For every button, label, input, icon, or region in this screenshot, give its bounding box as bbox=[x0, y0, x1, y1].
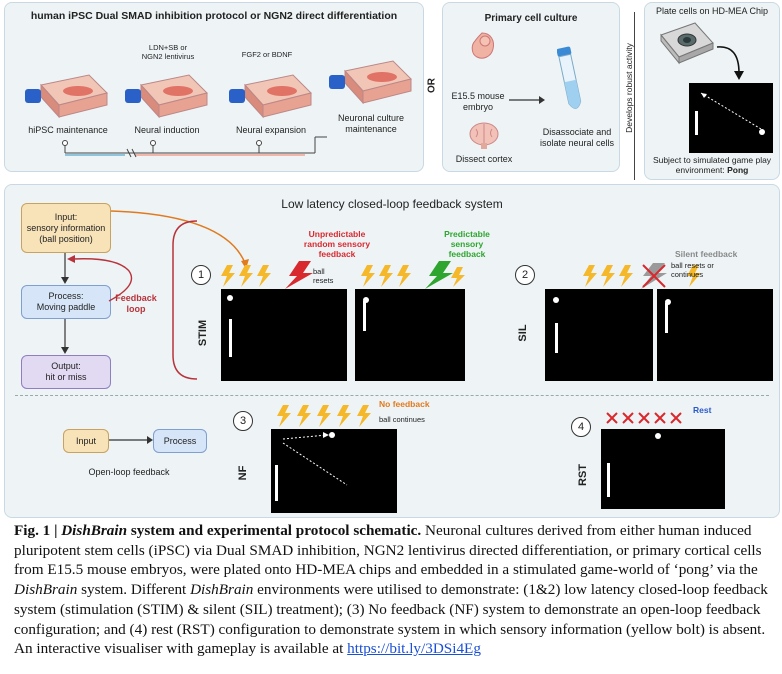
stage-neural-induction: Neural induction bbox=[134, 125, 200, 135]
panel-ipsc-title: human iPSC Dual SMAD inhibition protocol… bbox=[30, 10, 398, 22]
caption-link[interactable]: https://bit.ly/3DSi4Eg bbox=[347, 640, 481, 658]
condition-number-2: 2 bbox=[515, 265, 535, 285]
arrow-right-icon bbox=[509, 96, 545, 104]
input-box: Input: sensory information (ball positio… bbox=[21, 203, 111, 253]
culture-flask-icon bbox=[329, 60, 412, 105]
nf-label: NF bbox=[237, 465, 249, 481]
caption-dishbrain-2: DishBrain bbox=[14, 581, 78, 599]
bolt-row-sil bbox=[583, 263, 701, 289]
stage-hipsc: hiPSC maintenance bbox=[28, 125, 108, 135]
or-label: OR bbox=[426, 78, 438, 93]
pong-paddle bbox=[229, 319, 232, 357]
output-box: Output: hit or miss bbox=[21, 355, 111, 389]
rest-x-row bbox=[606, 412, 682, 424]
stage-neural-expansion: Neural expansion bbox=[235, 125, 307, 135]
process-box: Process: Moving paddle bbox=[21, 285, 111, 319]
pong-ball bbox=[759, 129, 765, 135]
develops-activity-label: Develops robust activity bbox=[624, 43, 634, 133]
tube-icon bbox=[557, 46, 582, 109]
culture-flask-icon bbox=[125, 74, 208, 119]
pong-ball bbox=[553, 297, 559, 303]
pong-ball bbox=[227, 295, 233, 301]
pong-screen-sil-2 bbox=[657, 289, 773, 381]
embryo-icon bbox=[471, 32, 494, 59]
embryo-label: E15.5 mouse embryo bbox=[451, 91, 505, 112]
pong-paddle bbox=[555, 323, 558, 353]
bolt-row-nf bbox=[277, 405, 371, 427]
pong-paddle bbox=[363, 301, 366, 331]
pong-paddle bbox=[665, 303, 668, 333]
caption-dishbrain: DishBrain bbox=[61, 522, 128, 539]
caption-body-3: environments were utilised to demonstrat… bbox=[14, 581, 768, 658]
caption-body-2: system. Different bbox=[77, 581, 191, 599]
unpredictable-label: Unpredictable random sensory feedback bbox=[303, 229, 371, 259]
feedback-loop-label: Feedback loop bbox=[115, 293, 157, 314]
pong-paddle bbox=[275, 465, 278, 501]
panel-feedback-system: Low latency closed-loop feedback system … bbox=[4, 184, 780, 518]
caption-dishbrain-3: DishBrain bbox=[190, 581, 254, 599]
figure-caption: Fig. 1 | DishBrain system and experiment… bbox=[14, 521, 774, 659]
bolt-row-stim-1 bbox=[221, 261, 313, 289]
ball-continues-label: ball continues bbox=[379, 415, 425, 424]
arrow-down-icon bbox=[716, 46, 744, 80]
dissect-cortex-label: Dissect cortex bbox=[455, 154, 513, 164]
pong-screen-rst bbox=[601, 429, 725, 509]
pong-screen-nf bbox=[271, 429, 397, 513]
stim-label: STIM bbox=[197, 319, 209, 347]
culture-flask-icon bbox=[229, 74, 312, 119]
hdmea-chip-icon bbox=[660, 22, 714, 65]
culture-flask-icon bbox=[25, 74, 108, 119]
rst-label: RST bbox=[577, 464, 589, 486]
caption-body-1: Neuronal cultures derived from either hu… bbox=[14, 522, 762, 579]
panel-primary-culture: Primary cell culture E15.5 mouse embryo … bbox=[442, 2, 620, 172]
pong-screen-stim-2 bbox=[355, 289, 465, 381]
stage-neuronal-culture: Neuronal culture maintenance bbox=[337, 113, 405, 134]
divider-line bbox=[634, 12, 635, 180]
pong-ball bbox=[363, 297, 369, 303]
open-loop-input-box: Input bbox=[63, 429, 109, 453]
condition-number-4: 4 bbox=[571, 417, 591, 437]
reagent-ldn-sb: LDN+SB or NGN2 lentivirus bbox=[141, 43, 195, 61]
pong-paddle bbox=[695, 111, 698, 135]
panel-hdmea: Plate cells on HD-MEA Chip Subject to si… bbox=[644, 2, 780, 180]
pong-screen bbox=[689, 83, 773, 153]
pong-paddle bbox=[607, 463, 610, 497]
section-divider bbox=[15, 395, 769, 396]
arrow-right-icon bbox=[109, 436, 153, 444]
closed-loop-arrows bbox=[61, 210, 249, 380]
pong-ball bbox=[665, 299, 671, 305]
no-feedback-label: No feedback bbox=[379, 399, 430, 409]
hdmea-title: Plate cells on HD-MEA Chip bbox=[655, 6, 769, 16]
panel-ipsc-protocol: human iPSC Dual SMAD inhibition protocol… bbox=[4, 2, 424, 172]
timeline bbox=[62, 136, 327, 158]
subject-label: Subject to simulated game play environme… bbox=[652, 155, 772, 175]
pong-ball bbox=[655, 433, 661, 439]
ball-resets-label: ball resets bbox=[313, 267, 334, 285]
ball-trajectory bbox=[282, 432, 348, 486]
ball-trajectory bbox=[700, 92, 762, 130]
pong-screen-sil-1 bbox=[545, 289, 653, 381]
caption-title: system and experimental protocol schemat… bbox=[127, 522, 422, 539]
predictable-label: Predictable sensory feedback bbox=[444, 229, 490, 259]
silent-feedback-label: Silent feedback bbox=[675, 249, 738, 259]
rest-label: Rest bbox=[693, 405, 712, 415]
condition-number-1: 1 bbox=[191, 265, 211, 285]
bolt-row-stim-2 bbox=[361, 261, 465, 289]
primary-culture-title: Primary cell culture bbox=[484, 13, 578, 24]
open-loop-process-box: Process bbox=[153, 429, 207, 453]
feedback-system-title: Low latency closed-loop feedback system bbox=[281, 197, 503, 211]
caption-fig-number: Fig. 1 | bbox=[14, 522, 62, 539]
reagent-fgf2-bdnf: FGF2 or BDNF bbox=[241, 50, 293, 59]
pong-ball bbox=[329, 432, 335, 438]
silent-sub-label: ball resets or continues bbox=[671, 261, 714, 279]
condition-number-3: 3 bbox=[233, 411, 253, 431]
pong-screen-stim-1 bbox=[221, 289, 347, 381]
open-loop-label: Open-loop feedback bbox=[88, 467, 170, 477]
sil-label: SIL bbox=[517, 324, 529, 342]
brain-icon bbox=[469, 122, 499, 149]
disassociate-label: Disassociate and isolate neural cells bbox=[539, 127, 615, 148]
